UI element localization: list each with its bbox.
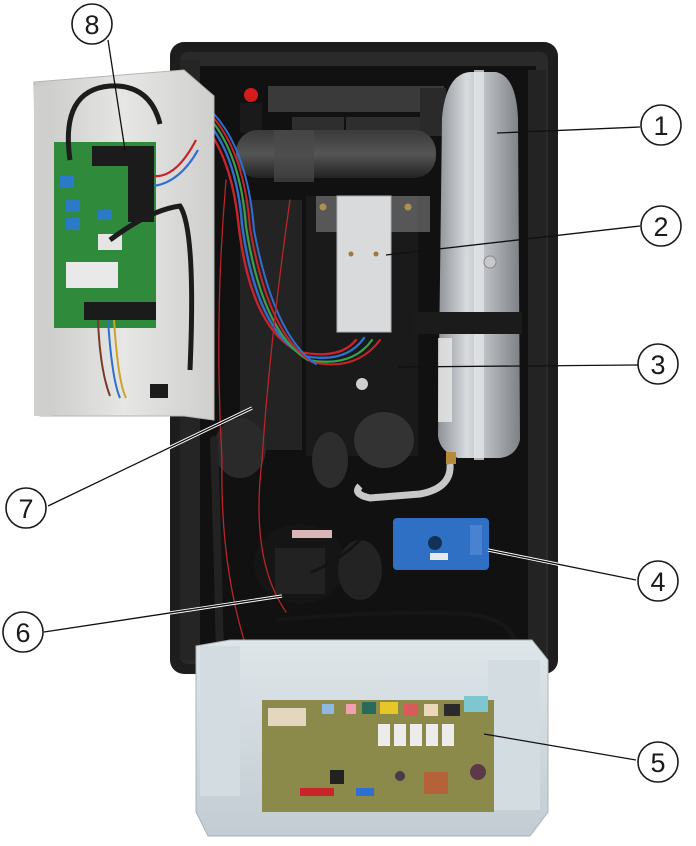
insulated-pipe <box>236 130 436 182</box>
circulation-pump <box>254 524 346 604</box>
braided-hose <box>354 463 454 502</box>
connection-panel <box>33 69 215 421</box>
callout-number: 6 <box>15 618 30 648</box>
callout-number: 2 <box>653 212 668 242</box>
heating-element-cover <box>336 195 392 390</box>
diverter-valve-actuator <box>393 518 489 570</box>
callout-number: 5 <box>650 748 665 778</box>
callout-5: 5 <box>637 741 679 783</box>
control-tray <box>195 639 549 837</box>
callout-2: 2 <box>640 205 682 247</box>
callout-number: 7 <box>18 494 33 524</box>
callout-6: 6 <box>2 611 44 653</box>
callout-3: 3 <box>637 343 679 385</box>
red-valve-cap-icon <box>244 88 258 102</box>
expansion-vessel <box>412 70 522 464</box>
callout-4: 4 <box>637 560 679 602</box>
callout-8: 8 <box>71 3 113 45</box>
callout-7: 7 <box>5 487 47 529</box>
callout-number: 1 <box>653 111 668 141</box>
callout-1: 1 <box>640 104 682 146</box>
callout-leaders <box>43 39 641 761</box>
callout-number: 8 <box>84 10 99 40</box>
callout-number: 3 <box>650 350 665 380</box>
pipe-fittings <box>214 412 414 600</box>
callout-number: 4 <box>650 567 665 597</box>
